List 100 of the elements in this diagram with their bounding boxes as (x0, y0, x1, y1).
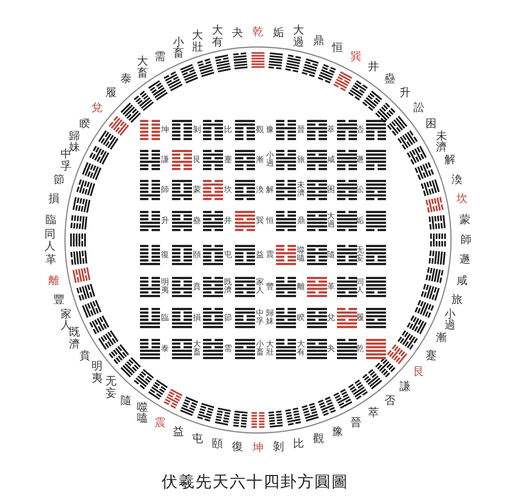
hexagram-name: 革 (46, 254, 56, 266)
hexagram-name: 履 (105, 87, 116, 99)
hexagram-name: 謙 (400, 381, 411, 393)
hexagram-name: 小過 (444, 308, 456, 332)
hexagram-name: 豫 (266, 126, 274, 134)
hexagram-name: 益 (172, 426, 184, 438)
hexagram-name: 賁 (193, 282, 201, 292)
hexagram-name: 離 (297, 282, 305, 292)
hexagram-name: 節 (53, 174, 64, 186)
hexagram-name: 復 (232, 441, 244, 453)
hexagram-name: 中孚 (60, 148, 72, 172)
hexagram-name: 艮 (413, 366, 424, 378)
hexagram-name: 否 (384, 395, 396, 407)
hexagram-name: 隨 (120, 395, 132, 407)
hexagram-name: 頤 (212, 438, 223, 450)
hexagram-name: 損 (193, 314, 201, 322)
hexagram-name: 睽 (297, 314, 305, 322)
hexagram-name: 履 (356, 314, 364, 322)
hexagram-name: 大過 (293, 24, 304, 48)
hexagram-name: 師 (460, 234, 472, 246)
hexagram-name: 大畜 (136, 56, 148, 79)
hexagram-name: 井 (368, 61, 380, 73)
hexagram-name: 恒 (266, 216, 274, 226)
hexagram-name: 无妄 (356, 246, 364, 264)
hexagram-name: 損 (48, 194, 60, 206)
hexagram-name: 賁 (80, 350, 91, 362)
hexagram-name: 困 (327, 186, 335, 194)
hexagram-name: 大畜 (193, 340, 201, 358)
hexagram-name: 鼎 (297, 216, 305, 226)
hexagram-name: 觀 (256, 126, 264, 134)
hexagram-name: 坤 (161, 126, 169, 134)
hexagram-name: 旅 (452, 294, 463, 306)
hexagram-name: 訟 (413, 102, 424, 114)
hexagram-name: 震 (266, 250, 274, 260)
hexagram-name: 明夷 (161, 278, 169, 296)
hexagram-name: 渙 (452, 174, 463, 186)
hexagram-name: 蹇 (425, 350, 436, 362)
hexagram-name: 益 (256, 250, 264, 260)
hexagram-name: 否 (356, 126, 364, 134)
hexagram-name: 明夷 (92, 360, 103, 384)
hexagram-name: 升 (400, 87, 411, 99)
hexagram-name: 未濟 (297, 182, 305, 198)
hexagram-name: 姤 (272, 27, 284, 39)
hexagram-name: 萃 (368, 407, 380, 419)
hexagram-name: 遯 (356, 156, 364, 164)
hexagram-name: 泰 (120, 73, 132, 85)
hexagram-name: 坎 (456, 194, 468, 206)
hexagram-name: 既濟 (69, 326, 80, 350)
hexagram-name: 剝 (272, 441, 284, 453)
hexagram-name: 需 (154, 50, 166, 62)
hexagram-name: 震 (154, 418, 166, 430)
hexagram-name: 乾 (252, 26, 264, 38)
hexagram-name: 解 (266, 186, 274, 194)
hexagram-name: 解 (444, 154, 456, 166)
hexagram-name: 比 (293, 438, 304, 450)
hexagram-name: 節 (224, 314, 232, 322)
hexagram-name: 小畜 (172, 36, 184, 60)
hexagram-name: 升 (161, 216, 169, 226)
hexagram-name: 小畜 (256, 340, 264, 358)
hexagram-name: 巽 (256, 216, 264, 226)
hexagram-name: 夬 (232, 27, 244, 39)
hexagram-name: 咸 (456, 274, 468, 286)
hexagram-name: 漸 (256, 156, 264, 164)
hexagram-name: 復 (161, 250, 169, 260)
hexagram-name: 坤 (252, 442, 264, 454)
hexagram-name: 豫 (332, 426, 344, 438)
hexagram-name: 兌 (92, 102, 103, 114)
hexagram-name: 噬嗑 (297, 246, 305, 264)
hexagram-name: 大有 (297, 340, 305, 358)
hexagram-name: 无妄 (105, 376, 116, 399)
hexagram-name: 同人 (356, 278, 364, 296)
hexagram-name: 頤 (193, 250, 201, 260)
hexagram-name: 困 (425, 118, 436, 130)
hexagram-name: 謙 (161, 156, 169, 164)
hexagram-name: 艮 (193, 156, 201, 164)
hexagram-name: 井 (224, 216, 232, 226)
hexagram-name: 睽 (80, 118, 91, 130)
hexagram-name: 兌 (327, 314, 335, 322)
hexagram-name: 大有 (212, 24, 223, 48)
hexagram-name: 泰 (161, 344, 169, 354)
hexagram-name: 大壯 (192, 29, 204, 52)
hexagram-name: 師 (161, 186, 169, 194)
hexagram-name: 同人 (44, 228, 56, 252)
hexagram-name: 蒙 (459, 214, 470, 226)
hexagram-name: 家人 (256, 278, 264, 296)
hexagram-name: 歸妹 (69, 130, 80, 154)
hexagram-name: 比 (224, 126, 232, 134)
hexagram-name: 隨 (327, 250, 335, 260)
hexagram-name: 恒 (332, 42, 344, 54)
hexagram-name: 鼎 (312, 35, 324, 47)
hexagram-name: 蒙 (193, 186, 201, 194)
hexagram-name: 晉 (297, 126, 305, 134)
hexagram-name: 蠱 (384, 73, 396, 85)
hexagram-name: 蹇 (224, 156, 232, 164)
hexagram-name: 蠱 (193, 216, 201, 226)
hexagram-name: 既濟 (224, 278, 232, 296)
hexagram-name: 未濟 (436, 130, 447, 154)
hexagram-name: 觀 (312, 433, 324, 445)
hexagram-name: 臨 (46, 214, 56, 226)
hexagram-name: 離 (48, 274, 60, 286)
